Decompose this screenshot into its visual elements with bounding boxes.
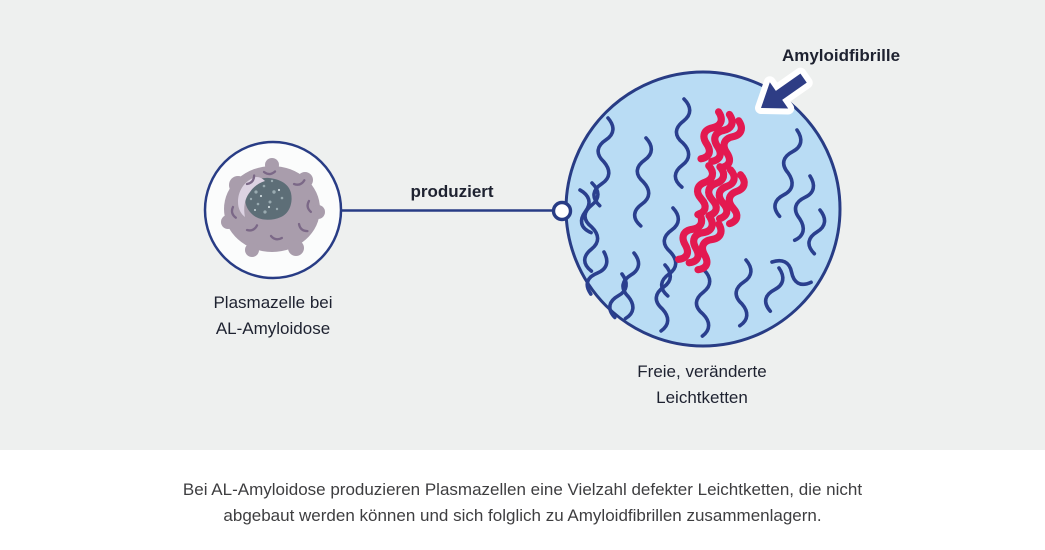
connector-dot <box>551 200 573 222</box>
diagram-background <box>0 0 1045 450</box>
caption: Bei AL-Amyloidose produzieren Plasmazell… <box>0 477 1045 529</box>
nucleus <box>245 177 292 220</box>
arrow-icon <box>755 67 813 115</box>
diagram-svg <box>203 67 842 348</box>
nucleus-speckles <box>249 179 284 214</box>
light-chains-label: Freie, veränderte Leichtketten <box>637 359 766 411</box>
nucleus-speckles-light <box>254 188 281 211</box>
plasma-cell-label: Plasmazelle bei AL-Amyloidose <box>213 290 332 342</box>
produziert-label: produziert <box>410 182 494 201</box>
cell-highlight <box>238 177 265 217</box>
plasma-cell-illustration <box>221 158 325 257</box>
caption-line1: Bei AL-Amyloidose produzieren Plasmazell… <box>182 480 863 499</box>
plasma-cell-label-line2: AL-Amyloidose <box>215 319 331 338</box>
plasma-cell-label-line1: Plasmazelle bei <box>213 293 333 312</box>
caption-line2: abgebaut werden können und sich folglich… <box>223 506 822 525</box>
light-chains-label-line2: Leichtketten <box>656 388 748 407</box>
amyloidfibrille-label: Amyloidfibrille <box>781 46 901 65</box>
light-chains-label-line1: Freie, veränderte <box>637 362 767 381</box>
